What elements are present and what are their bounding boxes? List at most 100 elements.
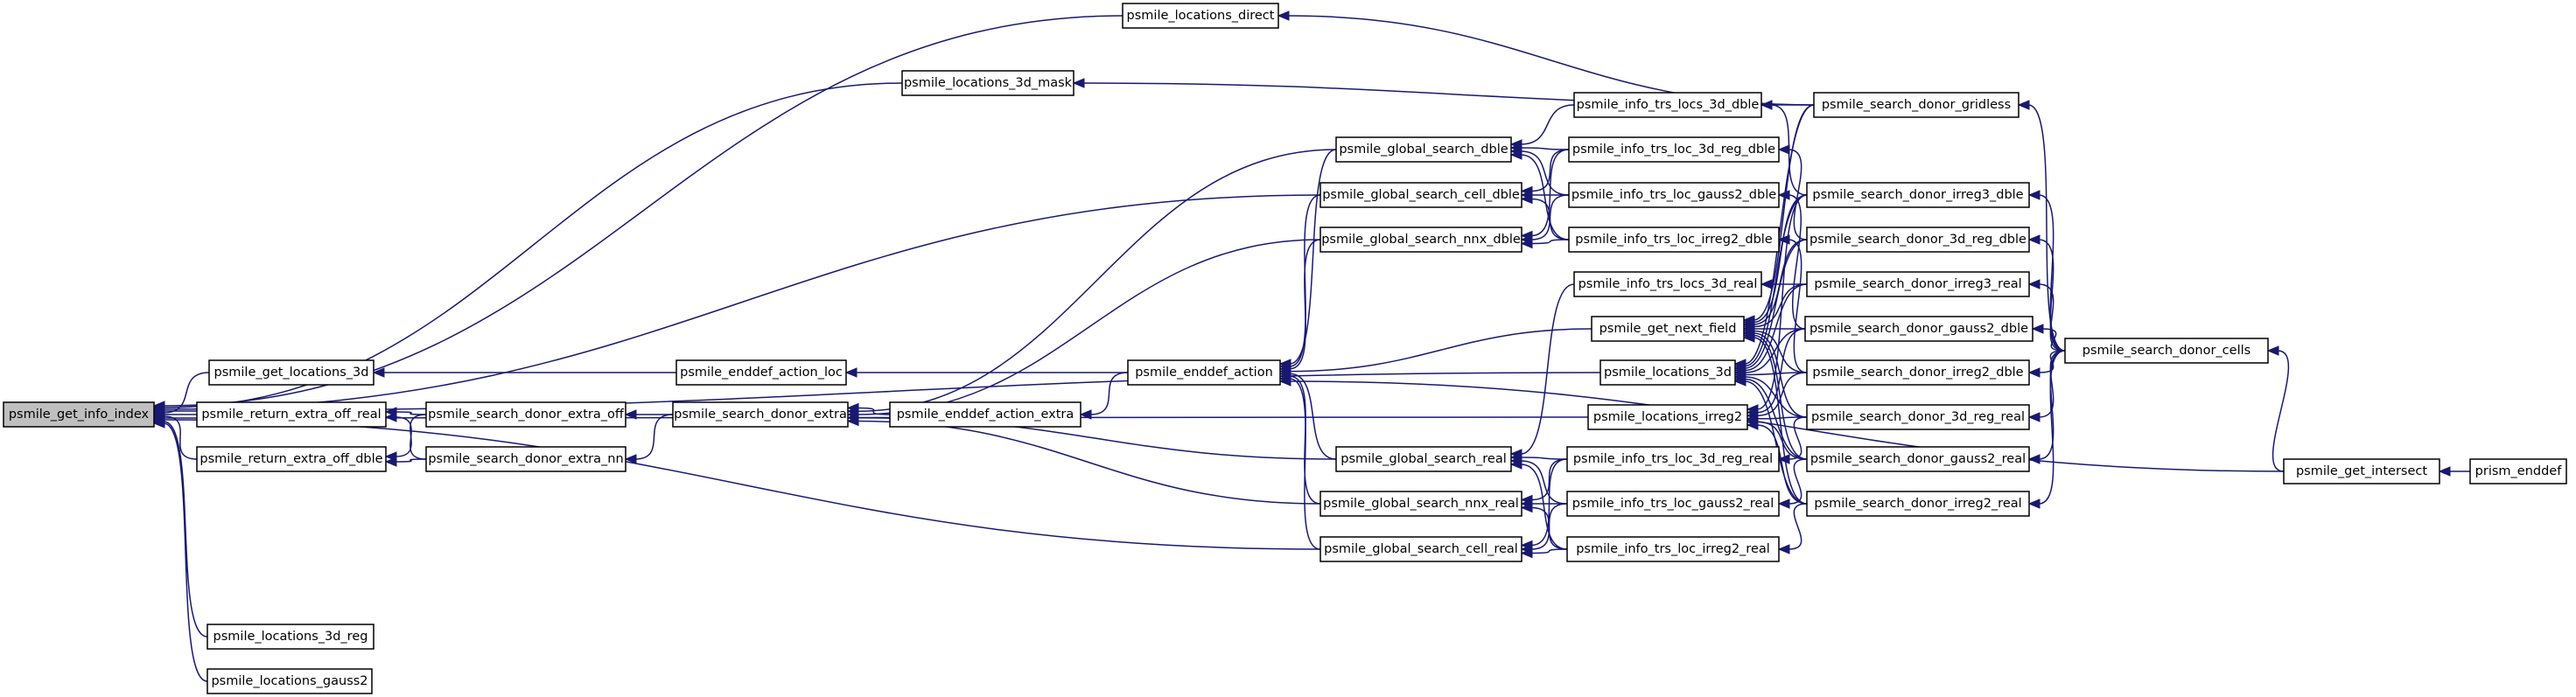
arrowhead-icon: [1520, 193, 1533, 205]
graph-node[interactable]: psmile_global_search_dble: [1335, 136, 1512, 163]
graph-node[interactable]: psmile_search_donor_extra_off: [425, 401, 626, 428]
graph-node[interactable]: psmile_enddef_action: [1127, 359, 1281, 386]
graph-node[interactable]: psmile_locations_3d_reg: [206, 624, 374, 650]
edge-line: [1788, 239, 1808, 373]
node-label: psmile_locations_3d_mask: [904, 76, 1073, 90]
node-label: psmile_info_trs_loc_gauss2_dble: [1572, 188, 1776, 202]
graph-node[interactable]: psmile_get_intersect: [2283, 458, 2440, 484]
node-label: psmile_locations_3d_reg: [214, 630, 368, 644]
graph-node[interactable]: psmile_global_search_real: [1335, 446, 1512, 472]
node-label: psmile_info_trs_loc_irreg2_real: [1576, 542, 1770, 556]
call-edge: [384, 414, 427, 462]
edge-line: [163, 421, 208, 638]
edge-line: [1289, 328, 1592, 373]
graph-node[interactable]: psmile_search_donor_cells: [2064, 338, 2269, 364]
graph-node[interactable]: psmile_search_donor_irreg2_dble: [1806, 359, 2030, 386]
graph-node[interactable]: psmile_enddef_action_extra: [889, 401, 1082, 428]
call-edge: [1278, 371, 1321, 505]
arrowhead-icon: [1746, 420, 1759, 430]
node-box: [1573, 271, 1762, 297]
node-box: [1320, 491, 1522, 517]
call-edge: [152, 418, 208, 682]
node-box: [672, 401, 849, 428]
graph-node[interactable]: psmile_return_extra_off_real: [196, 401, 387, 428]
edge-line: [1520, 147, 1570, 150]
arrowhead-icon: [1760, 279, 1773, 289]
call-edge: [2027, 234, 2066, 352]
graph-node[interactable]: psmile_search_donor_gridless: [1813, 92, 2020, 118]
node-label: psmile_search_donor_extra_off: [428, 408, 625, 422]
arrowhead-icon: [372, 367, 385, 378]
edge-line: [1744, 283, 1808, 372]
arrowhead-icon: [1777, 454, 1790, 464]
call-edge: [1509, 104, 1575, 150]
arrowhead-icon: [1520, 238, 1533, 249]
edge-line: [1530, 149, 1570, 237]
edge-line: [163, 194, 1321, 410]
edge-line: [1744, 194, 1808, 367]
graph-node[interactable]: psmile_info_trs_loc_irreg2_real: [1566, 536, 1780, 562]
call-edge: [1278, 376, 2285, 472]
graph-node[interactable]: psmile_info_trs_loc_irreg2_dble: [1568, 227, 1780, 253]
graph-node[interactable]: psmile_info_trs_loc_3d_reg_real: [1566, 446, 1780, 472]
arrowhead-icon: [2438, 466, 2451, 477]
edge-line: [1756, 328, 1806, 414]
graph-node[interactable]: psmile_info_trs_locs_3d_dble: [1573, 92, 1762, 118]
graph-node[interactable]: psmile_locations_gauss2: [206, 668, 373, 694]
graph-node[interactable]: prism_enddef: [2469, 458, 2567, 484]
graph-node[interactable]: psmile_search_donor_irreg2_real: [1806, 491, 2030, 517]
graph-node[interactable]: psmile_global_search_nnx_real: [1320, 491, 1522, 517]
node-label: psmile_locations_3d: [1604, 366, 1732, 380]
node-box: [1320, 227, 1522, 253]
edge-line: [395, 416, 427, 460]
node-box: [1127, 359, 1281, 386]
call-edge: [1777, 416, 1808, 464]
node-label: psmile_info_trs_locs_3d_dble: [1577, 98, 1760, 112]
graph-node[interactable]: psmile_search_donor_3d_reg_real: [1806, 404, 2030, 430]
edge-line: [1788, 458, 1808, 505]
graph-node[interactable]: psmile_info_trs_loc_gauss2_dble: [1568, 182, 1780, 208]
graph-node[interactable]: psmile_search_donor_irreg3_dble: [1806, 182, 2030, 208]
graph-node[interactable]: psmile_get_locations_3d: [208, 359, 374, 386]
node-label: psmile_search_donor_gauss2_real: [1810, 452, 2026, 466]
edge-line: [163, 422, 208, 682]
graph-node[interactable]: psmile_get_info_index: [3, 401, 155, 428]
call-edge: [2027, 350, 2066, 509]
node-label: psmile_search_donor_irreg2_dble: [1812, 366, 2023, 380]
arrowhead-icon: [384, 412, 397, 422]
graph-node[interactable]: psmile_global_search_cell_dble: [1320, 182, 1522, 208]
edge-line: [1530, 194, 1570, 240]
graph-node[interactable]: psmile_locations_3d_mask: [901, 70, 1074, 96]
graph-node[interactable]: psmile_search_donor_3d_reg_dble: [1806, 227, 2030, 253]
graph-node[interactable]: psmile_locations_direct: [1122, 3, 1279, 29]
graph-node[interactable]: psmile_info_trs_loc_gauss2_real: [1566, 491, 1780, 517]
graph-node[interactable]: psmile_get_next_field: [1591, 316, 1745, 342]
graph-node[interactable]: psmile_global_search_nnx_dble: [1320, 227, 1522, 253]
graph-node[interactable]: psmile_enddef_action_loc: [676, 359, 847, 386]
arrowhead-icon: [1509, 150, 1522, 160]
graph-node[interactable]: psmile_return_extra_off_dble: [196, 446, 387, 472]
edge-line: [1520, 460, 1568, 505]
arrowhead-icon: [1742, 332, 1755, 343]
edge-line: [1744, 328, 1806, 373]
graph-node[interactable]: psmile_search_donor_gauss2_dble: [1804, 316, 2034, 342]
edge-line: [857, 239, 1321, 415]
edge-line: [1530, 503, 1568, 550]
node-label: psmile_search_donor_extra_nn: [428, 452, 623, 466]
graph-node[interactable]: psmile_search_donor_extra_nn: [425, 446, 626, 472]
call-edge: [1277, 10, 1815, 106]
graph-node[interactable]: psmile_search_donor_irreg3_real: [1806, 271, 2030, 297]
graph-node[interactable]: psmile_search_donor_gauss2_real: [1806, 446, 2030, 472]
graph-node[interactable]: psmile_global_search_cell_real: [1320, 536, 1522, 562]
graph-node[interactable]: psmile_info_trs_loc_3d_reg_dble: [1568, 136, 1780, 163]
arrowhead-icon: [1520, 502, 1533, 513]
graph-node[interactable]: psmile_locations_irreg2: [1587, 404, 1748, 430]
node-label: psmile_search_donor_3d_reg_dble: [1810, 233, 2026, 247]
node-label: psmile_global_search_cell_real: [1324, 542, 1518, 556]
graph-node[interactable]: psmile_info_trs_locs_3d_real: [1573, 271, 1762, 297]
graph-node[interactable]: psmile_search_donor_extra: [672, 401, 849, 428]
call-edge: [846, 239, 1321, 420]
graph-node[interactable]: psmile_locations_3d: [1600, 359, 1736, 386]
node-label: psmile_enddef_action_loc: [680, 366, 843, 380]
node-label: psmile_global_search_nnx_dble: [1321, 233, 1521, 247]
